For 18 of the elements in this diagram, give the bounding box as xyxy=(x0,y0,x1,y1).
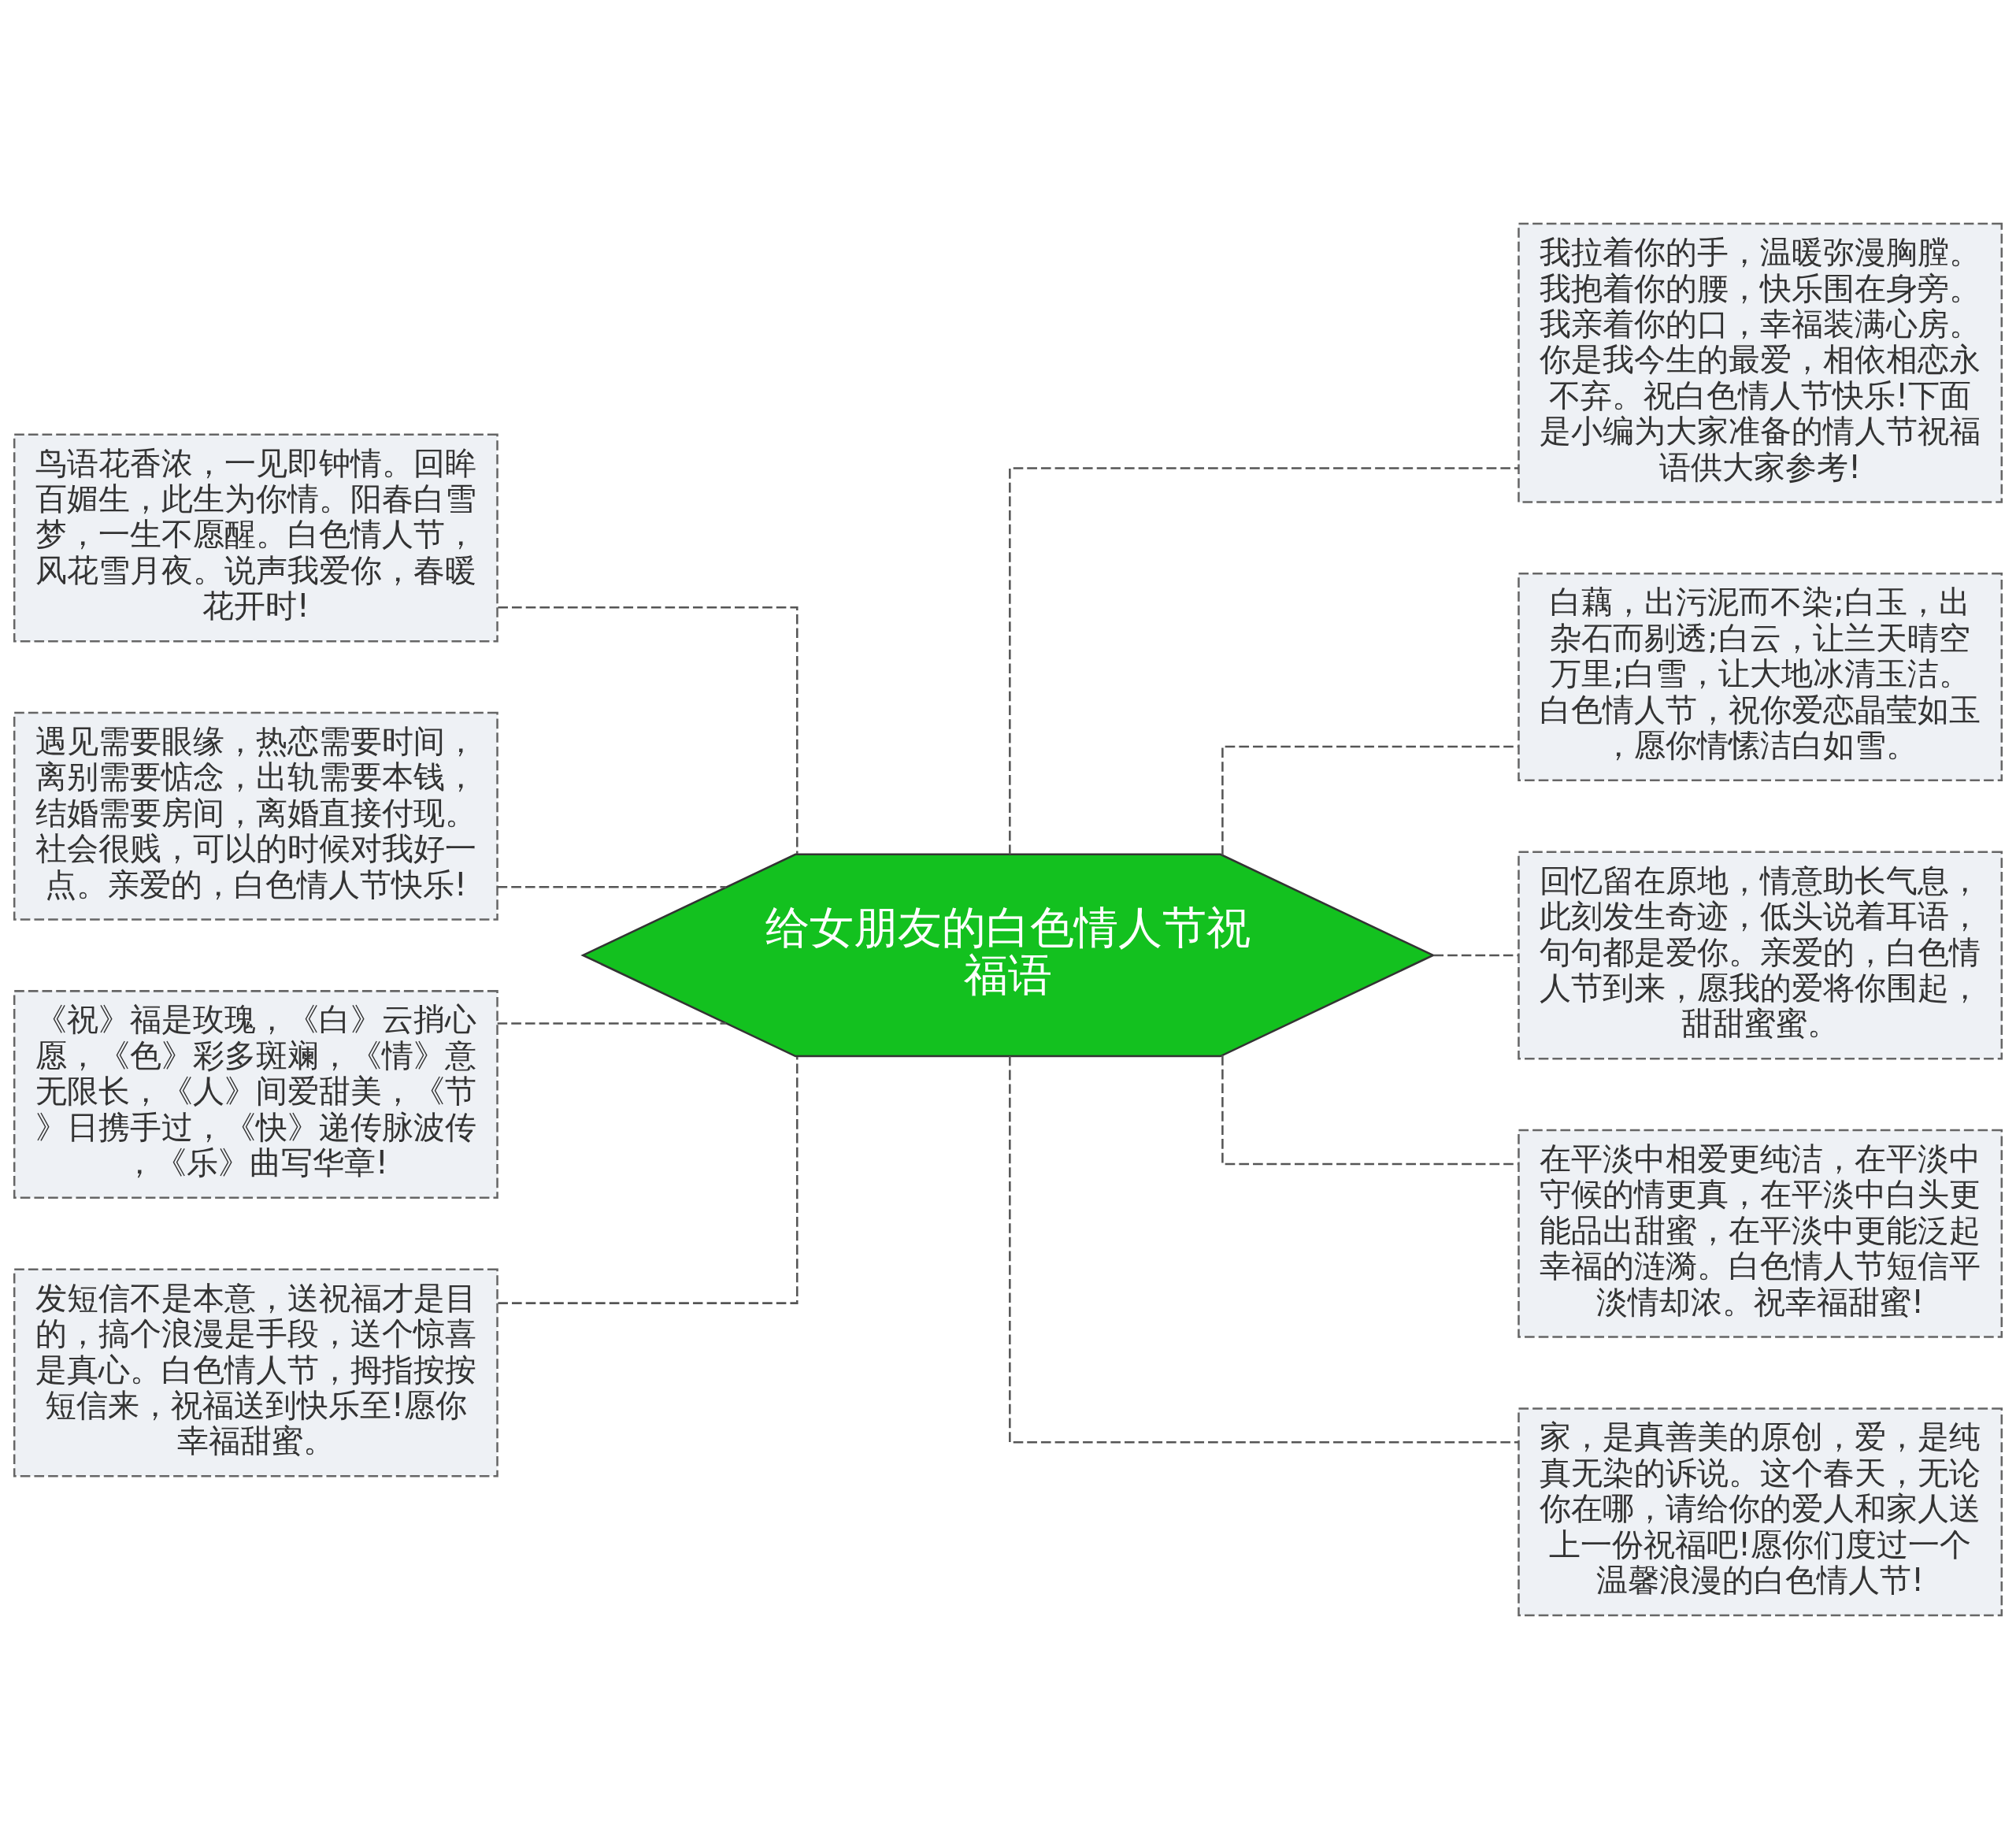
connector xyxy=(1221,1055,1518,1166)
node-box: 遇见需要眼缘，热恋需要时间，离别需要惦念，出轨需要本钱，结婚需要房间，离婚直接付现。社会很贱，可以的时候对我好一点。亲爱的，白色情人节快乐! xyxy=(13,711,498,921)
node-box: 我拉着你的手，温暖弥漫胸膛。我抱着你的腰，快乐围在身旁。我亲着你的口，幸福装满心房。你是我今生的最爱，相依相恋永不弃。祝白色情人节快乐!下面是小编为大家准备的情人节祝福语供大家参考! xyxy=(1518,222,2003,503)
connector xyxy=(498,1056,799,1304)
node-box: 家，是真善美的原创，爱，是纯真无染的诉说。这个春天，无论你在哪，请给你的爱人和家人送上一份祝福吧!愿你们度过一个温馨浪漫的白色情人节! xyxy=(1518,1407,2003,1617)
node-box: 鸟语花香浓，一见即钟情。回眸百媚生，此生为你情。阳春白雪梦，一生不愿醒。白色情人节，风花雪月夜。说声我爱你，春暖花开时! xyxy=(13,433,498,643)
connector xyxy=(1009,1056,1519,1444)
connector xyxy=(1433,954,1519,957)
node-box: 回忆留在原地，情意助长气息，此刻发生奇迹，低头说着耳语，句句都是爱你。亲爱的，白色情人节到来，愿我的爱将你围起，甜甜蜜蜜。 xyxy=(1518,851,2003,1060)
node-box: 在平淡中相爱更纯洁，在平淡中守候的情更真，在平淡中白头更能品出甜蜜，在平淡中更能泛起幸福的涟漪。白色情人节短信平淡情却浓。祝幸福甜蜜! xyxy=(1518,1129,2003,1338)
connector xyxy=(1009,467,1519,855)
node-box: 白藕，出污泥而不染;白玉，出杂石而剔透;白云，让兰天晴空万里;白雪，让大地冰清玉洁。白色情人节，祝你爱恋晶莹如玉，愿你情愫洁白如雪。 xyxy=(1518,573,2003,782)
node-box: 发短信不是本意，送祝福才是目的，搞个浪漫是手段，送个惊喜是真心。白色情人节，拇指按按短信来，祝福送到快乐至!愿你幸福甜蜜。 xyxy=(13,1268,498,1478)
connector xyxy=(497,1022,726,1025)
connector xyxy=(498,606,799,854)
connector xyxy=(1221,745,1518,855)
node-box: 《祝》福是玫瑰，《白》云捎心愿，《色》彩多斑斓，《情》意无限长，《人》间爱甜美，《节》日携手过，《快》递传脉波传，《乐》曲写华章! xyxy=(13,990,498,1199)
connector xyxy=(497,886,726,888)
